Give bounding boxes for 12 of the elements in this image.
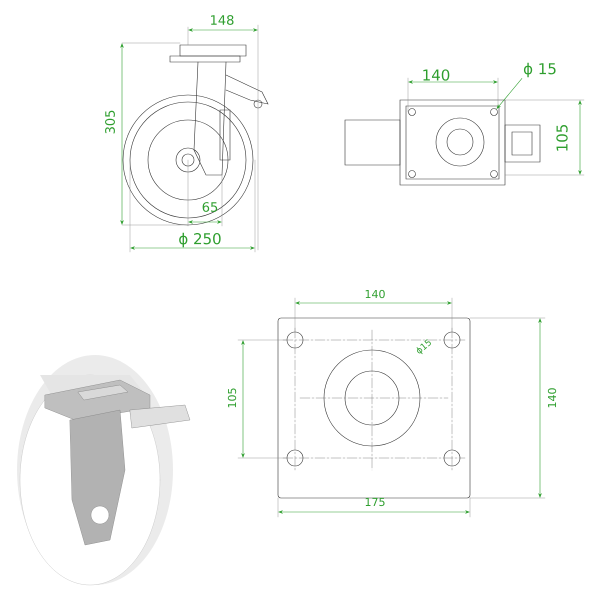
dimension-label: 140	[423, 69, 450, 81]
dimension-label: ϕ 15	[524, 62, 556, 78]
mounting-hole	[490, 108, 498, 116]
dimension-label: 148	[211, 15, 234, 25]
dimension-label: 105	[556, 125, 568, 151]
dimension-label: 105	[228, 388, 236, 408]
dimension-label: 65	[202, 202, 218, 212]
dimension-label: 140	[366, 290, 385, 298]
dimension-label: 175	[366, 498, 385, 506]
dimension-label: ϕ 250	[179, 232, 221, 248]
dimension-label: 140	[548, 388, 556, 408]
dimension-label: 305	[105, 110, 115, 134]
